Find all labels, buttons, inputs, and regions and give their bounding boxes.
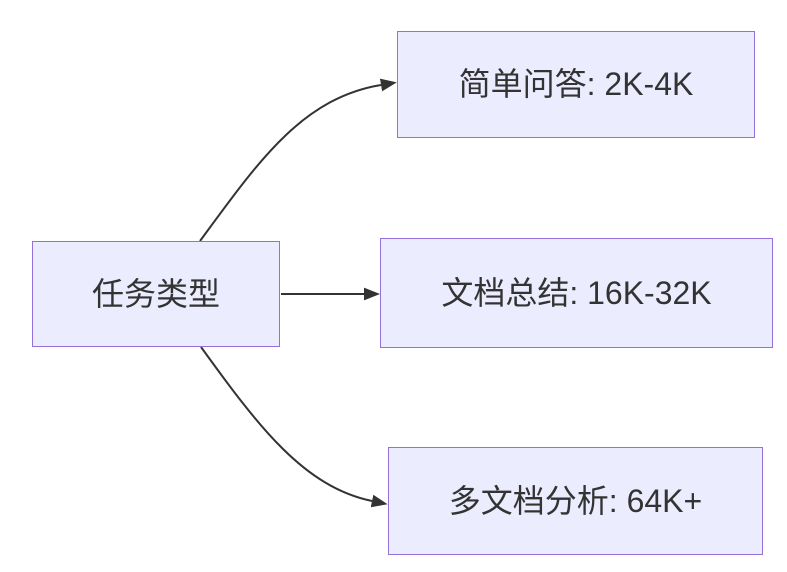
edge-task-type-to-multi-doc	[200, 346, 388, 508]
node-task-type-label: 任务类型	[91, 275, 220, 312]
node-multi-doc: 多文档分析: 64K+	[388, 447, 763, 555]
node-multi-doc-label: 多文档分析: 64K+	[448, 482, 703, 519]
node-simple-qa: 简单问答: 2K-4K	[397, 31, 755, 138]
edge-task-type-to-simple-qa	[199, 78, 397, 242]
node-doc-summary-label: 文档总结: 16K-32K	[441, 274, 712, 311]
node-doc-summary: 文档总结: 16K-32K	[380, 238, 773, 348]
node-task-type: 任务类型	[32, 241, 280, 347]
node-simple-qa-label: 简单问答: 2K-4K	[458, 66, 694, 103]
